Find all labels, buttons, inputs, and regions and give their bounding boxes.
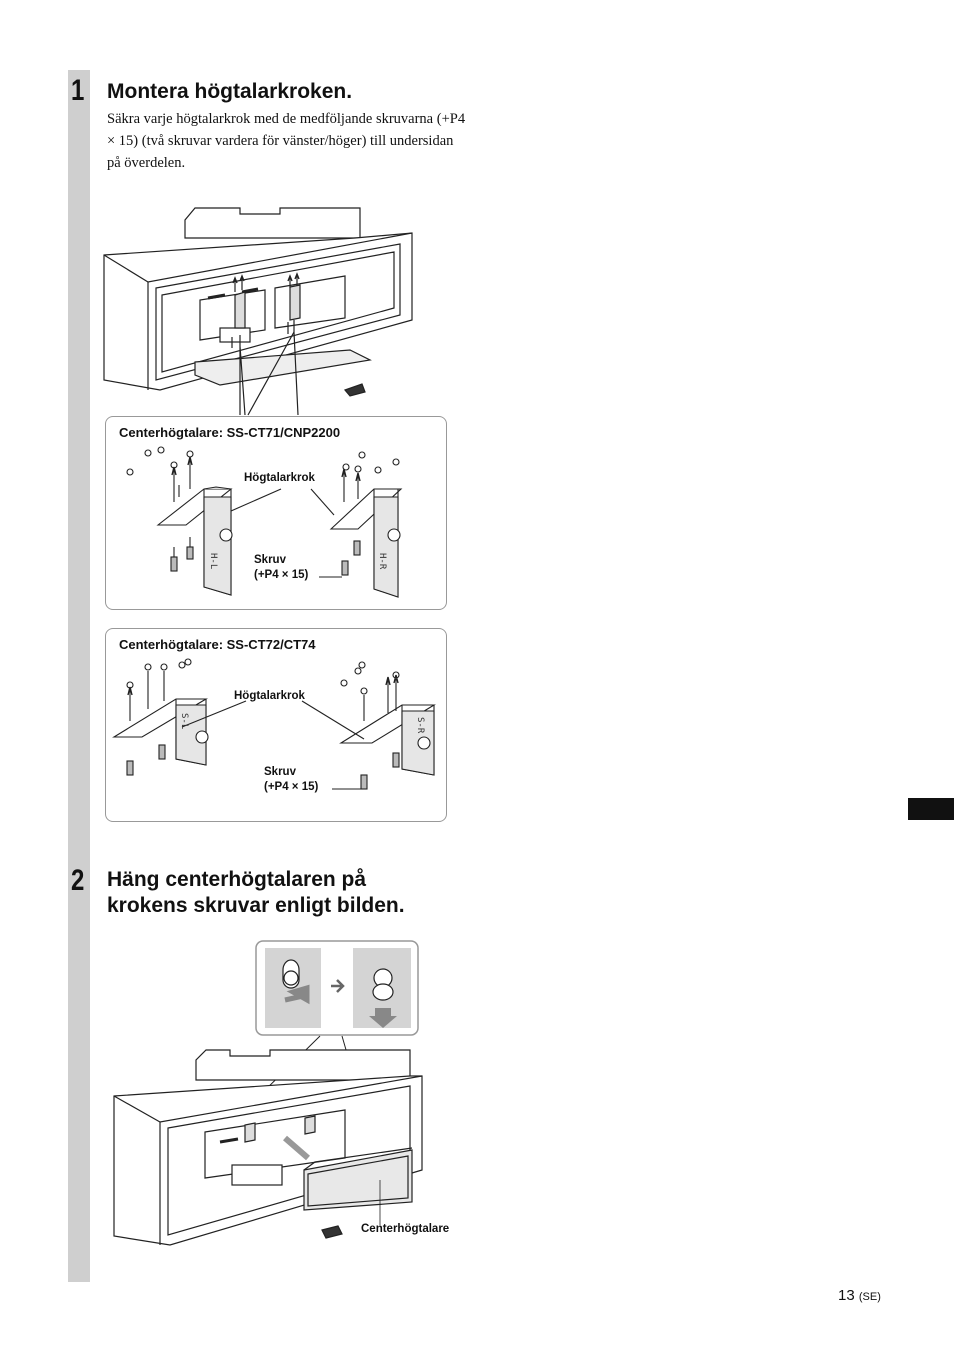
step-1-instructions: Säkra varje högtalarkrok med de medfölja… <box>107 111 466 171</box>
bracket-detail-ct71: H-L H-R <box>126 446 403 598</box>
hook-label-2: Högtalarkrok <box>234 690 305 702</box>
hook-label-1: Högtalarkrok <box>244 472 315 484</box>
screw-label-1: Skruv <box>254 554 286 566</box>
step-2-number: 2 <box>71 864 85 897</box>
bracket-detail-ct72: S-L S-R <box>112 658 436 790</box>
bracket-marking-left: H-L <box>208 553 218 569</box>
screw-label-2: Skruv <box>264 766 296 778</box>
bracket-marking-right: H-R <box>377 553 387 570</box>
step-2-title-line-2: krokens skruvar enligt bilden. <box>107 894 405 917</box>
section-thumb-tab <box>908 798 954 820</box>
page-number: 13 (SE) <box>838 1287 881 1304</box>
step-2-title-line-1: Häng centerhögtalaren på <box>107 868 367 891</box>
speaker-label: Centerhögtalare <box>361 1223 450 1235</box>
step-1-number: 1 <box>71 74 85 107</box>
screw-spec-2: (+P4 × 15) <box>264 781 319 793</box>
page-number-value: 13 <box>838 1287 855 1304</box>
detail-box-ss-ct72: Centerhögtalare: SS-CT72/CT74 S-L <box>105 628 447 822</box>
bracket-marking-right-2: S-R <box>415 717 425 734</box>
bracket-marking-left-2: S-L <box>179 713 189 729</box>
screw-spec-1: (+P4 × 15) <box>254 569 309 581</box>
speaker-hanging-illustration <box>113 1035 423 1246</box>
detail-box-ss-ct71: Centerhögtalare: SS-CT71/CNP2200 <box>105 416 447 610</box>
hang-detail-inset <box>255 940 419 1036</box>
stand-bracket-illustration <box>103 207 413 416</box>
step-1-title: Montera högtalarkroken. <box>107 80 353 103</box>
box-2-title: Centerhögtalare: SS-CT72/CT74 <box>119 637 316 652</box>
box-1-title: Centerhögtalare: SS-CT71/CNP2200 <box>119 425 341 440</box>
page-number-suffix: (SE) <box>858 1291 881 1303</box>
step-sidebar-bar <box>68 70 90 1282</box>
